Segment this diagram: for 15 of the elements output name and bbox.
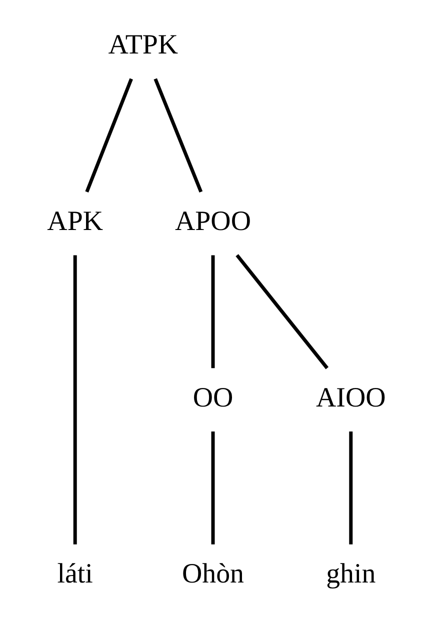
node-text: APK — [47, 206, 104, 237]
node-text: láti — [57, 558, 93, 590]
connector — [211, 255, 215, 368]
connector — [73, 255, 77, 544]
node-text: APOO — [175, 206, 251, 237]
connector — [154, 78, 203, 192]
connector — [211, 431, 215, 544]
node-text: ATPK — [108, 30, 178, 61]
node-text: Ohòn — [182, 558, 244, 590]
node-text: ghin — [326, 558, 376, 590]
connector — [236, 254, 329, 370]
connector — [349, 431, 353, 544]
connector — [85, 78, 133, 192]
node-text: AIOO — [316, 382, 386, 414]
node-text: OO — [192, 382, 234, 414]
